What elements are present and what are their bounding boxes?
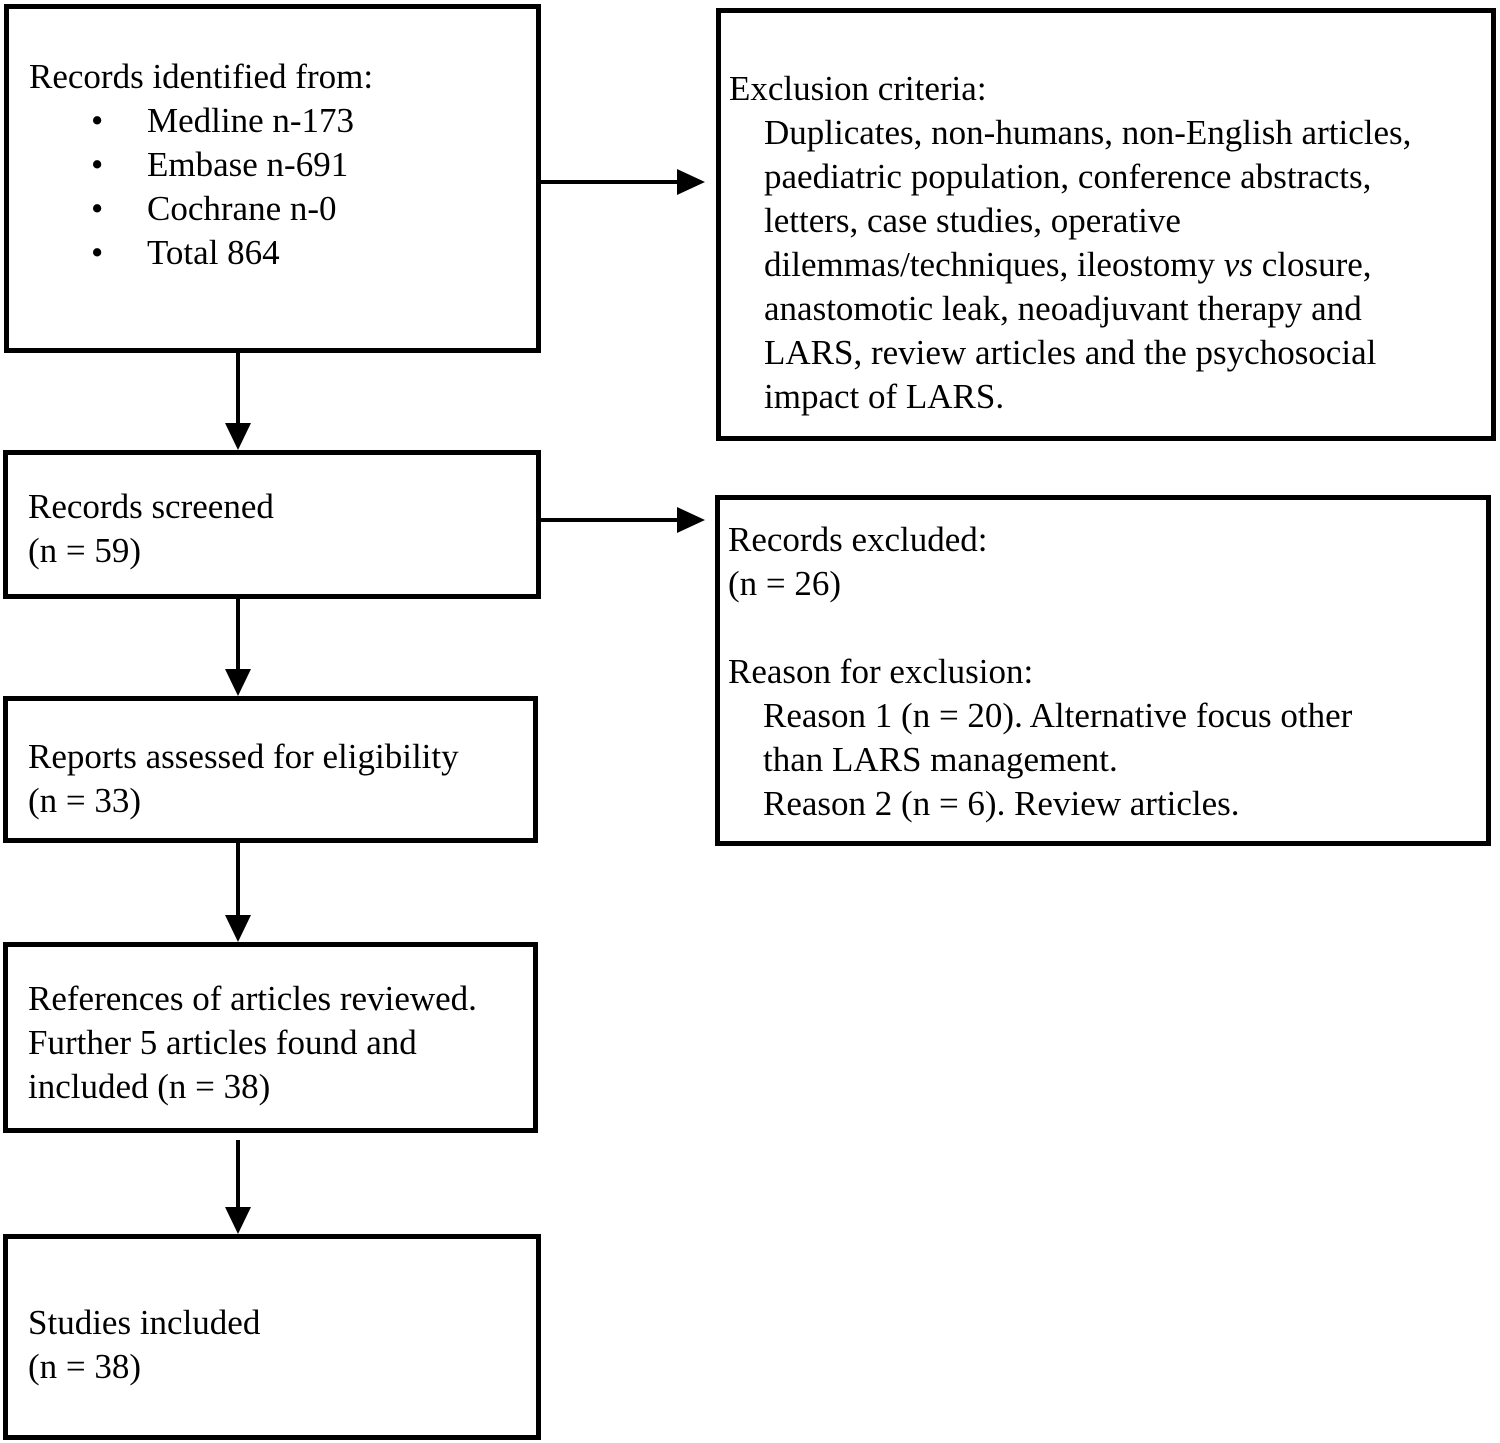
studies-included-label: Studies included: [28, 1303, 261, 1342]
exclusion-text-segment: closure,: [1252, 245, 1372, 284]
bullet-icon: •: [91, 145, 104, 184]
records-excluded-label: Records excluded:: [728, 520, 988, 559]
references-reviewed-line: Further 5 articles found and: [28, 1023, 417, 1062]
reason-1-line: than LARS management.: [763, 740, 1118, 779]
studies-included-count: (n = 38): [28, 1347, 142, 1386]
list-item: • Total 864: [29, 231, 522, 275]
arrow-line: [236, 599, 240, 671]
bullet-icon: •: [91, 233, 104, 272]
list-item: • Embase n-691: [29, 143, 522, 187]
arrow-head-down-icon: [225, 669, 251, 696]
records-identified-heading: Records identified from:: [29, 57, 374, 96]
list-item: • Cochrane n-0: [29, 187, 522, 231]
exclusion-text-italic-vs: vs: [1223, 245, 1253, 284]
blank-line: [728, 606, 1476, 650]
reports-assessed-box: Reports assessed for eligibility (n = 33…: [3, 696, 538, 843]
studies-included-box: Studies included (n = 38): [3, 1234, 541, 1440]
arrow-head-down-icon: [225, 423, 251, 450]
exclusion-text-line: letters, case studies, operative: [764, 201, 1181, 240]
source-cochrane: Cochrane n-0: [147, 189, 337, 228]
records-screened-box: Records screened (n = 59): [3, 450, 541, 599]
reason-1-line: Reason 1 (n = 20). Alternative focus oth…: [763, 696, 1353, 735]
records-screened-count: (n = 59): [28, 531, 142, 570]
exclusion-text-line: paediatric population, conference abstra…: [764, 157, 1372, 196]
list-item: • Medline n-173: [29, 99, 522, 143]
references-reviewed-line: References of articles reviewed.: [28, 979, 477, 1018]
source-total: Total 864: [147, 233, 280, 272]
reason-heading: Reason for exclusion:: [728, 652, 1034, 691]
source-medline: Medline n-173: [147, 101, 355, 140]
exclusion-text-segment: dilemmas/techniques, ileostomy: [764, 245, 1224, 284]
bullet-icon: •: [91, 189, 104, 228]
reports-assessed-label: Reports assessed for eligibility: [28, 737, 459, 776]
exclusion-text-line: dilemmas/techniques, ileostomy vs closur…: [764, 243, 1481, 287]
records-screened-label: Records screened: [28, 487, 274, 526]
records-excluded-box: Records excluded: (n = 26) Reason for ex…: [715, 495, 1491, 846]
arrow-line: [236, 1140, 240, 1209]
arrow-line: [541, 180, 678, 184]
exclusion-text-line: LARS, review articles and the psychosoci…: [764, 333, 1377, 372]
exclusion-text-line: impact of LARS.: [764, 377, 1005, 416]
bullet-icon: •: [91, 101, 104, 140]
records-excluded-count: (n = 26): [728, 564, 842, 603]
exclusion-criteria-box: Exclusion criteria: Duplicates, non-huma…: [716, 8, 1496, 441]
references-reviewed-count: included (n = 38): [28, 1067, 271, 1106]
arrow-line: [541, 518, 678, 522]
exclusion-text-line: Duplicates, non-humans, non-English arti…: [764, 113, 1412, 152]
arrow-head-right-icon: [677, 507, 705, 533]
reports-assessed-count: (n = 33): [28, 781, 142, 820]
reason-2-line: Reason 2 (n = 6). Review articles.: [763, 784, 1240, 823]
exclusion-text-line: anastomotic leak, neoadjuvant therapy an…: [764, 289, 1362, 328]
arrow-head-down-icon: [225, 1207, 251, 1234]
arrow-head-right-icon: [677, 169, 705, 195]
arrow-line: [236, 353, 240, 425]
records-identified-box: Records identified from: • Medline n-173…: [4, 4, 541, 353]
source-embase: Embase n-691: [147, 145, 349, 184]
references-reviewed-box: References of articles reviewed. Further…: [3, 942, 538, 1133]
arrow-line: [236, 843, 240, 917]
exclusion-heading: Exclusion criteria:: [729, 69, 987, 108]
arrow-head-down-icon: [225, 915, 251, 942]
